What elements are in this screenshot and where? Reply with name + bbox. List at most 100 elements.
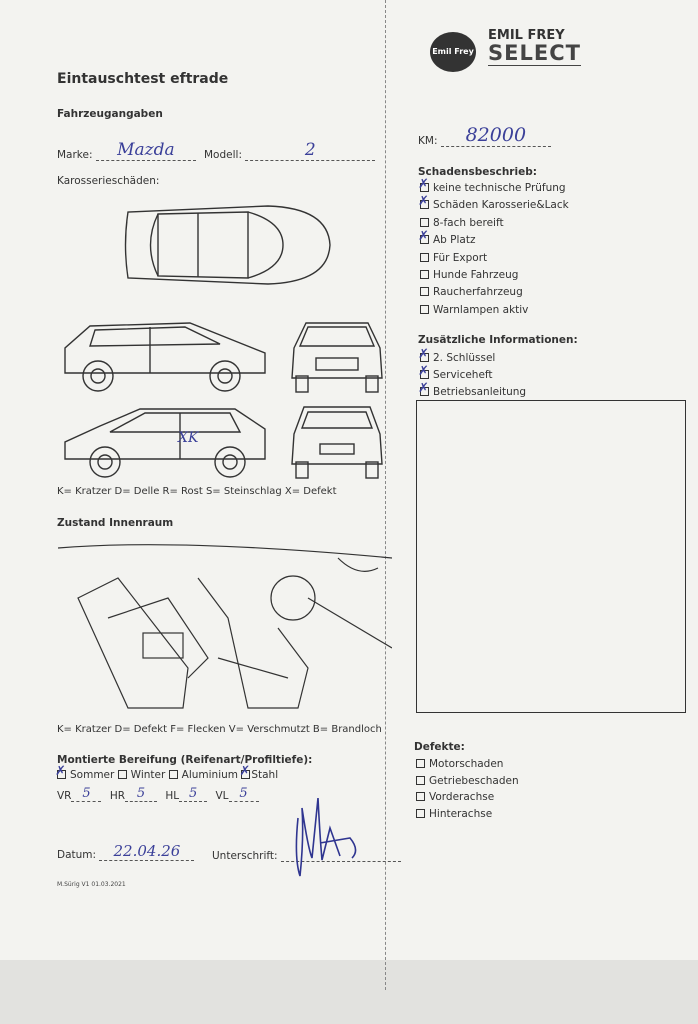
model-value: 2: [245, 140, 376, 161]
checkbox-item[interactable]: Vorderachse: [416, 791, 494, 803]
damage-description-heading: Schadensbeschrieb:: [418, 166, 537, 178]
checkbox-label: Raucherfahrzeug: [433, 286, 523, 299]
km-value: 82000: [440, 124, 551, 147]
depth-value-hl: 5: [179, 786, 208, 802]
checkbox-icon: [416, 775, 425, 785]
km-field: KM: 82000: [418, 124, 551, 147]
brand-name: EMIL FREY: [488, 28, 565, 43]
checkbox-item[interactable]: 8-fach bereift: [420, 217, 504, 229]
checkbox-item[interactable]: Hinterachse: [416, 808, 492, 820]
car-front-view-diagram: [291, 322, 383, 393]
checkbox-icon: [168, 770, 178, 779]
signature-image: [295, 798, 357, 877]
option-label: Aluminium: [181, 769, 238, 781]
depth-value-vl: 5: [228, 786, 259, 802]
depth-value-hr: 5: [125, 786, 158, 802]
checkbox-item[interactable]: Schäden Karosserie&Lack: [418, 194, 569, 212]
checkbox-checked-icon: [418, 347, 429, 362]
depth-value-vr: 5: [71, 786, 102, 802]
checkbox-item[interactable]: Motorschaden: [416, 758, 503, 770]
checkbox-item[interactable]: Für Export: [420, 252, 487, 264]
tire-type-options: Sommer Winter Aluminium Stahl: [55, 764, 279, 781]
make-value: Mazda: [95, 140, 196, 161]
notes-box: [416, 400, 686, 713]
checkbox-checked-icon: [418, 364, 429, 379]
checkbox-label: keine technische Prüfung: [433, 182, 566, 194]
checkbox-label: Hunde Fahrzeug: [433, 269, 519, 281]
body-damage-heading: Karosserieschäden:: [57, 175, 160, 187]
checkbox-label: 8-fach bereift: [433, 216, 504, 229]
depth-label-hr: HR: [109, 790, 126, 802]
model-label: Modell:: [204, 149, 242, 161]
checkbox-icon: [420, 304, 429, 314]
checkbox-item[interactable]: Ab Platz: [418, 229, 476, 247]
checkbox-icon: [420, 270, 429, 279]
tire-option-aluminium[interactable]: Aluminium: [168, 769, 238, 781]
checkbox-label: Motorschaden: [429, 758, 504, 770]
form-title: Eintauschtest eftrade: [57, 71, 229, 87]
checkbox-item[interactable]: Hunde Fahrzeug: [420, 269, 518, 281]
checkbox-item[interactable]: keine technische Prüfung: [418, 177, 566, 194]
checkbox-item[interactable]: Serviceheft: [418, 364, 493, 381]
checkbox-item[interactable]: Getriebeschaden: [416, 775, 519, 787]
checkbox-icon: [416, 808, 425, 818]
table-surface: [0, 960, 698, 1024]
signature-field: Unterschrift:: [212, 850, 401, 862]
brand-select: SELECT: [488, 41, 581, 66]
checkbox-label: 2. Schlüssel: [433, 352, 496, 364]
checkbox-label: Vorderachse: [429, 791, 495, 803]
checkbox-label: Hinterachse: [429, 807, 493, 820]
fold-line: [385, 0, 386, 990]
checkbox-item[interactable]: 2. Schlüssel: [418, 347, 496, 364]
option-label: Sommer: [70, 769, 115, 781]
checkbox-item[interactable]: Warnlampen aktiv: [420, 304, 528, 316]
checkbox-label: Schäden Karosserie&Lack: [433, 199, 569, 212]
checkbox-icon: [416, 759, 425, 768]
body-damage-legend: K= Kratzer D= Delle R= Rost S= Steinschl…: [57, 486, 337, 497]
checkbox-label: Serviceheft: [433, 369, 493, 381]
date-label: Datum:: [57, 849, 97, 861]
model-field: Modell: 2: [204, 140, 376, 161]
tire-option-steel[interactable]: Stahl: [239, 764, 279, 781]
additional-info-heading: Zusätzliche Informationen:: [418, 334, 578, 346]
tires-heading: Montierte Bereifung (Reifenart/Profiltie…: [57, 754, 313, 766]
interior-diagram: [58, 544, 392, 709]
signature-label: Unterschrift:: [212, 850, 278, 862]
damage-mark: XK: [178, 430, 199, 446]
interior-legend: K= Kratzer D= Defekt F= Flecken V= Versc…: [57, 724, 382, 735]
checkbox-checked-icon: [239, 764, 251, 779]
checkbox-icon: [420, 252, 429, 262]
checkbox-label: Ab Platz: [433, 234, 476, 247]
logo-badge: Emil Frey: [430, 32, 476, 72]
checkbox-icon: [420, 287, 429, 297]
km-label: KM:: [418, 135, 438, 147]
checkbox-icon: [117, 770, 127, 779]
tire-option-summer[interactable]: Sommer: [55, 764, 115, 781]
option-label: Winter: [130, 769, 166, 781]
tire-option-winter[interactable]: Winter: [117, 769, 166, 781]
car-left-side-diagram: [64, 322, 266, 392]
interior-heading: Zustand Innenraum: [57, 517, 174, 529]
checkbox-icon: [420, 217, 429, 227]
car-rear-view-diagram: [291, 406, 383, 479]
vehicle-section-heading: Fahrzeugangaben: [57, 108, 163, 120]
form-version: M.Sürig V1 01.03.2021: [57, 881, 126, 888]
option-label: Stahl: [251, 769, 279, 781]
date-field: Datum: 22.04.26: [57, 842, 195, 861]
checkbox-label: Warnlampen aktiv: [433, 303, 529, 316]
checkbox-checked-icon: [418, 194, 429, 210]
depth-label-vr: VR: [57, 790, 72, 802]
depth-label-vl: VL: [215, 790, 229, 802]
car-top-view-diagram: [124, 205, 331, 285]
checkbox-checked-icon: [55, 764, 66, 779]
car-right-side-diagram: [64, 408, 266, 478]
checkbox-label: Betriebsanleitung: [433, 386, 527, 398]
date-value: 22.04.26: [99, 842, 195, 861]
checkbox-item[interactable]: Raucherfahrzeug: [420, 286, 523, 298]
checkbox-item[interactable]: Betriebsanleitung: [418, 381, 527, 398]
checkbox-label: Getriebeschaden: [429, 774, 519, 787]
checkbox-checked-icon: [418, 177, 429, 192]
checkbox-label: Für Export: [433, 251, 488, 264]
make-field: Marke: Mazda: [57, 140, 196, 161]
